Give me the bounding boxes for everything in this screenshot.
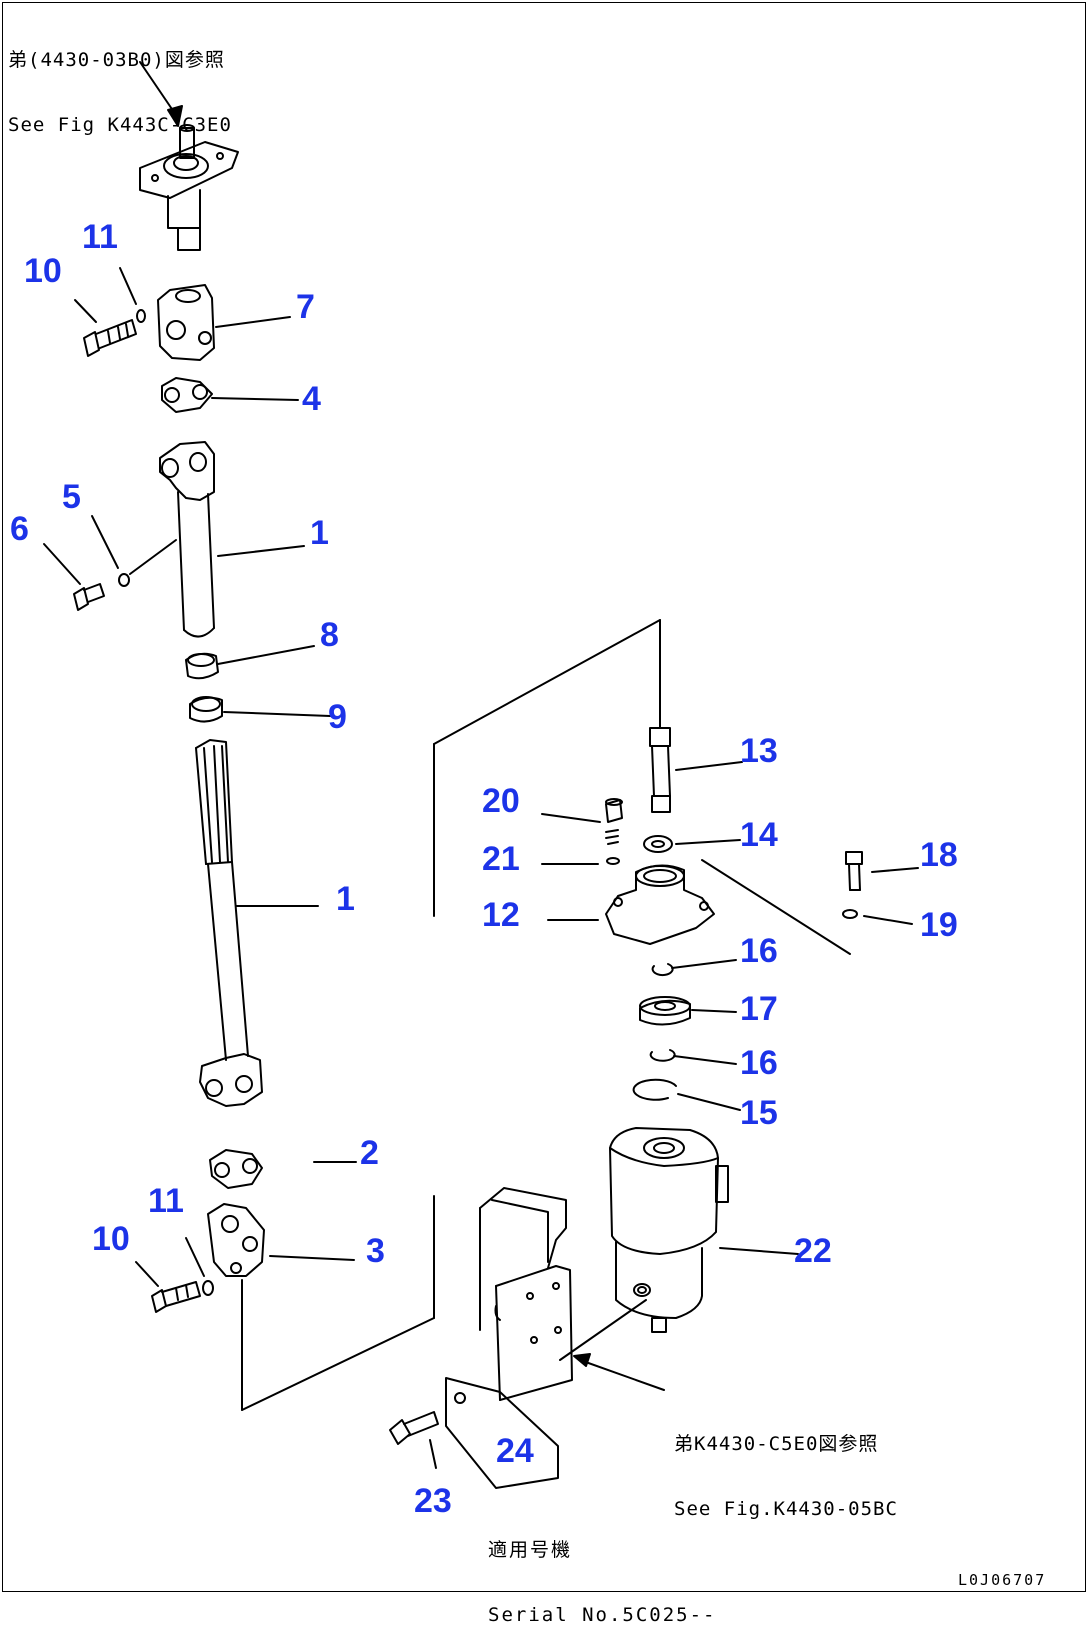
callout-16-upper: 16	[740, 932, 778, 970]
callout-21: 21	[482, 840, 520, 878]
part-14-seal	[643, 835, 741, 853]
part-1-lower-shaft	[195, 739, 319, 1107]
part-10-bolt-lower	[135, 1261, 201, 1313]
part-1-upper-shaft	[159, 441, 305, 638]
callout-22: 22	[794, 1232, 832, 1270]
callout-6: 6	[10, 510, 29, 548]
reference-note-top-en: See Fig K443C-C3E0	[8, 114, 232, 137]
part-5-washer	[91, 515, 177, 587]
callout-18: 18	[920, 836, 958, 874]
part-24-plate	[445, 1377, 559, 1489]
applicability-jp: 適用号機	[488, 1538, 573, 1561]
callout-5: 5	[62, 478, 81, 516]
callout-7: 7	[296, 288, 315, 326]
part-20-plug	[541, 798, 623, 823]
callout-2: 2	[360, 1134, 379, 1172]
callout-20: 20	[482, 782, 520, 820]
callout-12: 12	[482, 896, 520, 934]
part-2-spider-lower	[209, 1149, 357, 1189]
reference-note-bracket-jp: 弟K4430-C5E0図参照	[674, 1432, 879, 1455]
reference-arrow-top	[139, 61, 183, 127]
drawing-code: L0J06707	[958, 1571, 1047, 1589]
part-22-steering-valve	[609, 1127, 799, 1333]
callout-23: 23	[414, 1482, 452, 1520]
part-11-washer-lower	[185, 1237, 214, 1296]
part-19-washer	[842, 909, 913, 925]
callout-8: 8	[320, 616, 339, 654]
part-16-snap-ring-b	[649, 1049, 737, 1065]
callout-11-lower: 11	[148, 1182, 184, 1220]
part-23-bolt	[389, 1411, 439, 1469]
callout-24: 24	[496, 1432, 534, 1470]
applicability-en: Serial No.5C025--	[488, 1604, 717, 1627]
callout-1-lower: 1	[336, 880, 355, 918]
callout-13: 13	[740, 732, 778, 770]
part-3-yoke-lower	[207, 1203, 355, 1277]
callout-4: 4	[302, 380, 321, 418]
part-13-pin	[649, 727, 743, 813]
part-11-washer-top	[119, 267, 146, 323]
assembly-line-upper	[433, 619, 661, 917]
part-upper-column-flange	[139, 124, 239, 251]
reference-note-bracket-en: See Fig.K4430-05BC	[674, 1498, 898, 1521]
part-10-bolt-top	[74, 299, 137, 357]
part-4-spider-top	[161, 377, 299, 413]
callout-16-lower: 16	[740, 1044, 778, 1082]
part-6-bolt	[43, 543, 105, 611]
callout-3: 3	[366, 1232, 385, 1270]
part-15-ring	[632, 1078, 741, 1111]
callout-9: 9	[328, 698, 347, 736]
callout-1-upper: 1	[310, 514, 329, 552]
part-9-bushing	[189, 696, 331, 723]
applicability-note: 適用号機 Serial No.5C025--	[488, 1496, 716, 1649]
bracket-assembly	[479, 1187, 665, 1401]
drawing-frame	[2, 2, 1086, 1592]
callout-19: 19	[920, 906, 958, 944]
callout-15: 15	[740, 1094, 778, 1132]
callout-10: 10	[24, 252, 62, 290]
exploded-parts-drawing	[43, 61, 919, 1489]
callout-14: 14	[740, 816, 778, 854]
reference-note-top-jp: 弟(4430-03B0)図参照	[8, 48, 225, 71]
part-7-yoke	[157, 284, 291, 361]
reference-note-top: 弟(4430-03B0)図参照 See Fig K443C-C3E0	[8, 6, 232, 159]
part-21-washer	[541, 829, 620, 865]
callout-11: 11	[82, 218, 118, 256]
part-8-bushing	[185, 645, 315, 680]
part-16-snap-ring-a	[651, 959, 737, 977]
part-17-bearing	[639, 996, 737, 1026]
part-18-bolt	[845, 851, 919, 891]
part-12-cover	[547, 859, 851, 955]
assembly-line-lower	[241, 1195, 435, 1411]
reference-note-bracket: 弟K4430-C5E0図参照 See Fig.K4430-05BC	[674, 1390, 898, 1543]
callout-10-lower: 10	[92, 1220, 130, 1258]
callout-17: 17	[740, 990, 778, 1028]
